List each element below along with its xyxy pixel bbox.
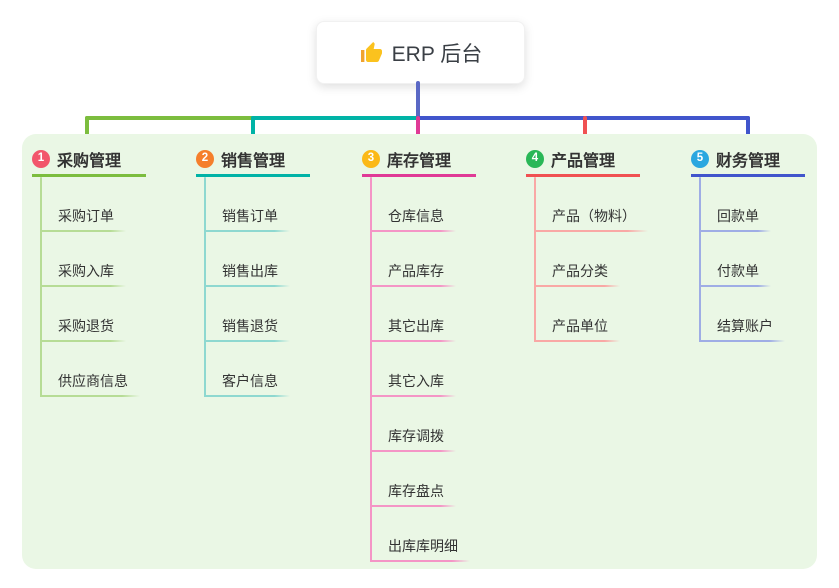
branch-number-badge: 3: [362, 150, 380, 168]
connector-h-purchase: [85, 116, 255, 120]
branch-title-product[interactable]: 4 产品管理: [526, 148, 640, 177]
child-node[interactable]: 库存调拨: [370, 426, 456, 452]
branch-title-label: 销售管理: [221, 153, 286, 170]
child-row: 仓库信息: [370, 177, 476, 232]
branch-title-purchase[interactable]: 1 采购管理: [32, 148, 146, 177]
child-row: 库存盘点: [370, 452, 476, 507]
child-node[interactable]: 产品分类: [534, 261, 620, 287]
child-node[interactable]: 结算账户: [699, 316, 785, 342]
child-row: 销售出库: [204, 232, 310, 287]
child-node[interactable]: 回款单: [699, 206, 771, 232]
child-node[interactable]: 付款单: [699, 261, 771, 287]
child-node[interactable]: 销售订单: [204, 206, 290, 232]
branch-sales: 2 销售管理 销售订单 销售出库 销售退货 客户信息: [196, 148, 310, 397]
branch-children: 仓库信息 产品库存 其它出库 其它入库 库存调拨 库存盘点 出库库明细: [370, 177, 476, 562]
child-row: 产品库存: [370, 232, 476, 287]
connector-drop-product: [583, 116, 587, 144]
branch-number-badge: 1: [32, 150, 50, 168]
connector-root-drop: [416, 81, 420, 118]
child-row: 其它入库: [370, 342, 476, 397]
child-row: 产品分类: [534, 232, 640, 287]
branch-title-label: 财务管理: [716, 153, 781, 170]
child-row: 客户信息: [204, 342, 310, 397]
child-node[interactable]: 供应商信息: [40, 371, 140, 397]
connector-drop-sales: [251, 116, 255, 144]
child-row: 采购订单: [40, 177, 146, 232]
child-row: 销售订单: [204, 177, 310, 232]
child-node[interactable]: 其它出库: [370, 316, 456, 342]
branch-children: 销售订单 销售出库 销售退货 客户信息: [204, 177, 310, 397]
child-row: 销售退货: [204, 287, 310, 342]
child-row: 库存调拨: [370, 397, 476, 452]
branch-children: 产品（物料） 产品分类 产品单位: [534, 177, 648, 342]
child-row: 出库库明细: [370, 507, 476, 562]
branch-title-sales[interactable]: 2 销售管理: [196, 148, 310, 177]
branch-children: 采购订单 采购入库 采购退货 供应商信息: [40, 177, 146, 397]
child-node[interactable]: 销售退货: [204, 316, 290, 342]
branch-title-inventory[interactable]: 3 库存管理: [362, 148, 476, 177]
child-row: 其它出库: [370, 287, 476, 342]
branch-product: 4 产品管理 产品（物料） 产品分类 产品单位: [526, 148, 648, 342]
branch-title-finance[interactable]: 5 财务管理: [691, 148, 805, 177]
child-node[interactable]: 产品库存: [370, 261, 456, 287]
child-node[interactable]: 其它入库: [370, 371, 456, 397]
child-node[interactable]: 产品（物料）: [534, 206, 648, 232]
branch-number-badge: 2: [196, 150, 214, 168]
branch-number-badge: 5: [691, 150, 709, 168]
connector-drop-purchase: [85, 116, 89, 144]
child-row: 回款单: [699, 177, 805, 232]
child-row: 采购入库: [40, 232, 146, 287]
branch-purchase: 1 采购管理 采购订单 采购入库 采购退货 供应商信息: [32, 148, 146, 397]
child-node[interactable]: 出库库明细: [370, 536, 470, 562]
branch-finance: 5 财务管理 回款单 付款单 结算账户: [691, 148, 805, 342]
child-row: 付款单: [699, 232, 805, 287]
child-node[interactable]: 采购订单: [40, 206, 126, 232]
child-node[interactable]: 产品单位: [534, 316, 620, 342]
thumbs-up-icon: [359, 41, 383, 65]
branch-title-label: 采购管理: [57, 153, 122, 170]
connector-drop-finance: [746, 116, 750, 144]
root-node[interactable]: ERP 后台: [316, 21, 525, 84]
branch-children: 回款单 付款单 结算账户: [699, 177, 805, 342]
branch-inventory: 3 库存管理 仓库信息 产品库存 其它出库 其它入库 库存调拨 库存盘点 出库库…: [362, 148, 476, 562]
child-row: 产品单位: [534, 287, 640, 342]
child-row: 产品（物料）: [534, 177, 648, 232]
child-node[interactable]: 采购入库: [40, 261, 126, 287]
child-node[interactable]: 库存盘点: [370, 481, 456, 507]
connector-h-sales: [251, 116, 418, 120]
branch-title-label: 产品管理: [551, 153, 616, 170]
branch-number-badge: 4: [526, 150, 544, 168]
connector-drop-inventory: [416, 116, 420, 144]
child-row: 供应商信息: [40, 342, 146, 397]
child-node[interactable]: 采购退货: [40, 316, 126, 342]
child-node[interactable]: 仓库信息: [370, 206, 456, 232]
child-node[interactable]: 销售出库: [204, 261, 290, 287]
branch-title-label: 库存管理: [387, 153, 452, 170]
child-row: 结算账户: [699, 287, 805, 342]
branches-panel: [22, 134, 817, 569]
child-node[interactable]: 客户信息: [204, 371, 290, 397]
root-label: ERP 后台: [391, 42, 483, 66]
child-row: 采购退货: [40, 287, 146, 342]
